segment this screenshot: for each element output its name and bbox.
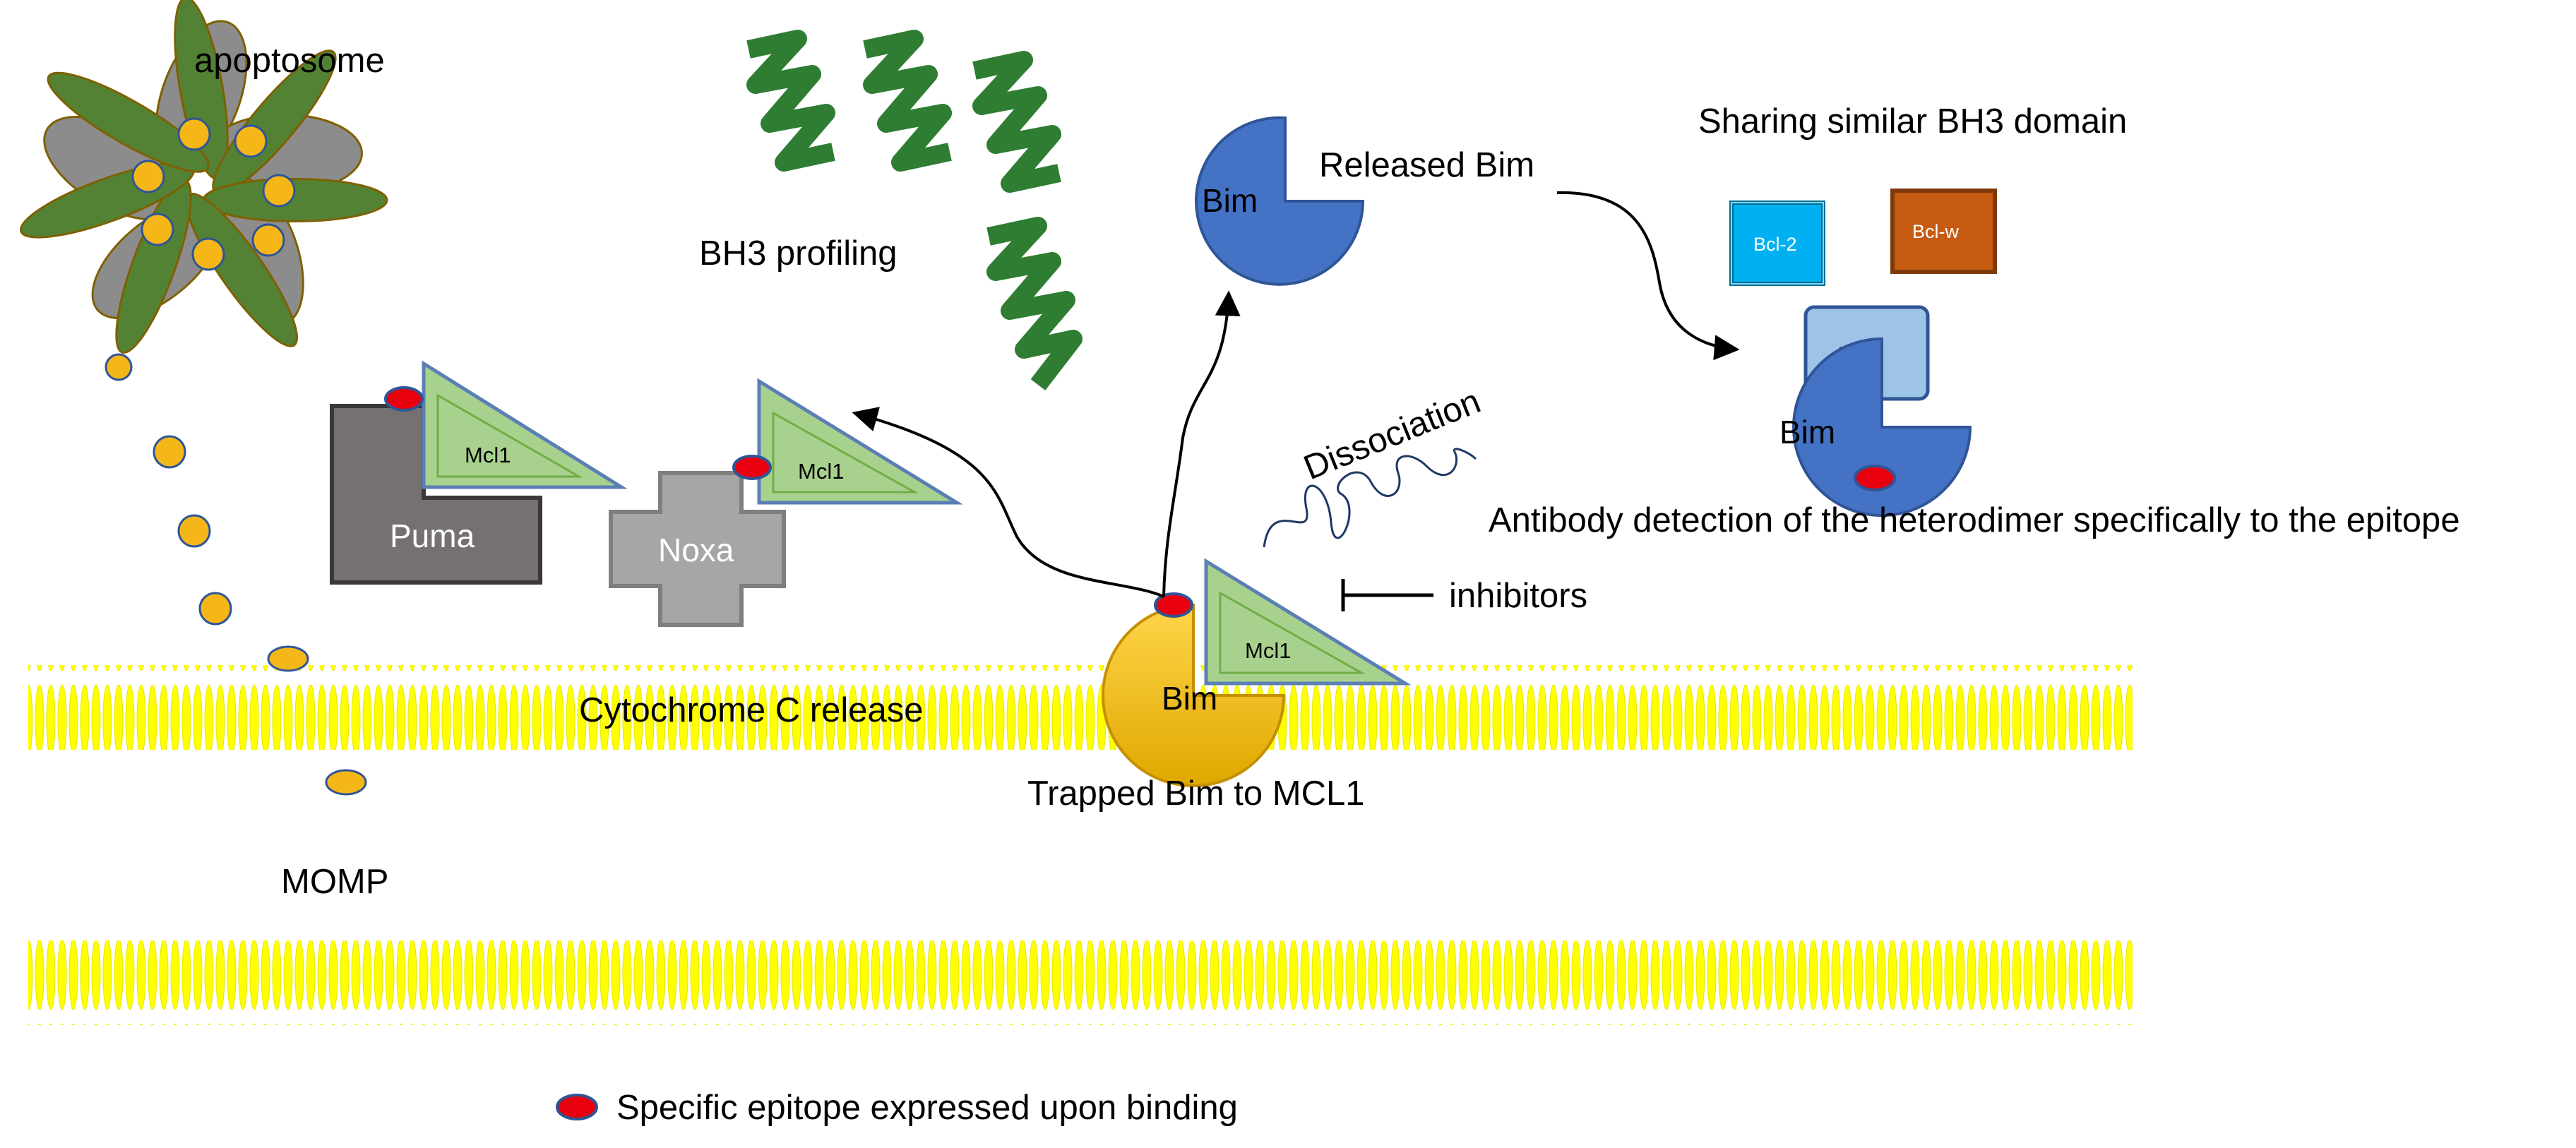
epitope-noxa [732,455,772,480]
released-bim-label: Bim [1202,182,1258,219]
arrows [852,191,1740,598]
noxa-protein: Noxa [609,471,786,627]
sharing-bh3-text: Sharing similar BH3 domain [1698,102,2127,140]
bh3-profiling-text: BH3 profiling [699,234,898,273]
antibody-detection-text: Antibody detection of the heterodimer sp… [1489,501,2460,539]
legend-epitope-text: Specific epitope expressed upon binding [616,1089,1238,1127]
trapped-bim-protein: Bim [1102,603,1286,787]
inhibition-symbol [1341,579,1433,611]
legend: Specific epitope expressed upon binding [556,1089,1238,1127]
trapped-bim-text: Trapped Bim to MCL1 [1027,775,1365,813]
apoptosome-structure [19,0,388,354]
inner-membrane [28,940,2133,1025]
inhibitors-text: inhibitors [1449,577,1587,615]
mcl1-trapped-label: Mcl1 [1245,638,1291,663]
bh3-helices [746,30,1083,390]
noxa-label: Noxa [658,532,734,568]
mcl1-puma: Mcl1 [422,360,628,489]
trapped-bim-label: Bim [1162,680,1217,717]
released-bim-text: Released Bim [1319,146,1534,184]
bound-bim-protein: Bim [1779,337,1972,517]
mcl1-puma-label: Mcl1 [465,443,511,467]
bound-bim-label: Bim [1779,414,1835,450]
released-bim-protein: Bim [1195,116,1365,286]
epitope-puma [384,386,424,412]
bclw-label: Bcl-w [1912,221,1959,242]
puma-protein: Puma [330,404,542,585]
puma-label: Puma [390,518,475,554]
cytochrome-c-molecules [105,353,367,796]
dissociation-text: Dissociation [1299,382,1486,487]
cytochrome-c-text: Cytochrome C release [579,691,923,729]
mcl1-trapped: Mcl1 [1204,558,1412,686]
epitope-trapped [1154,592,1193,618]
epitope-bound [1854,465,1896,491]
dissociation-squiggle [1263,448,1477,548]
bclw-box: Bcl-w [1890,189,1997,274]
apoptosome-text: apoptosome [194,42,385,80]
legend-epitope-icon [556,1094,598,1120]
bcl2-box-cyan: Bcl-2 [1729,201,1825,286]
mcl1-noxa-label: Mcl1 [798,459,844,484]
outer-membrane [28,665,2133,750]
momp-text: MOMP [281,863,388,901]
bcl2-cyan-label: Bcl-2 [1753,234,1797,255]
mcl1-noxa: Mcl1 [757,378,963,505]
